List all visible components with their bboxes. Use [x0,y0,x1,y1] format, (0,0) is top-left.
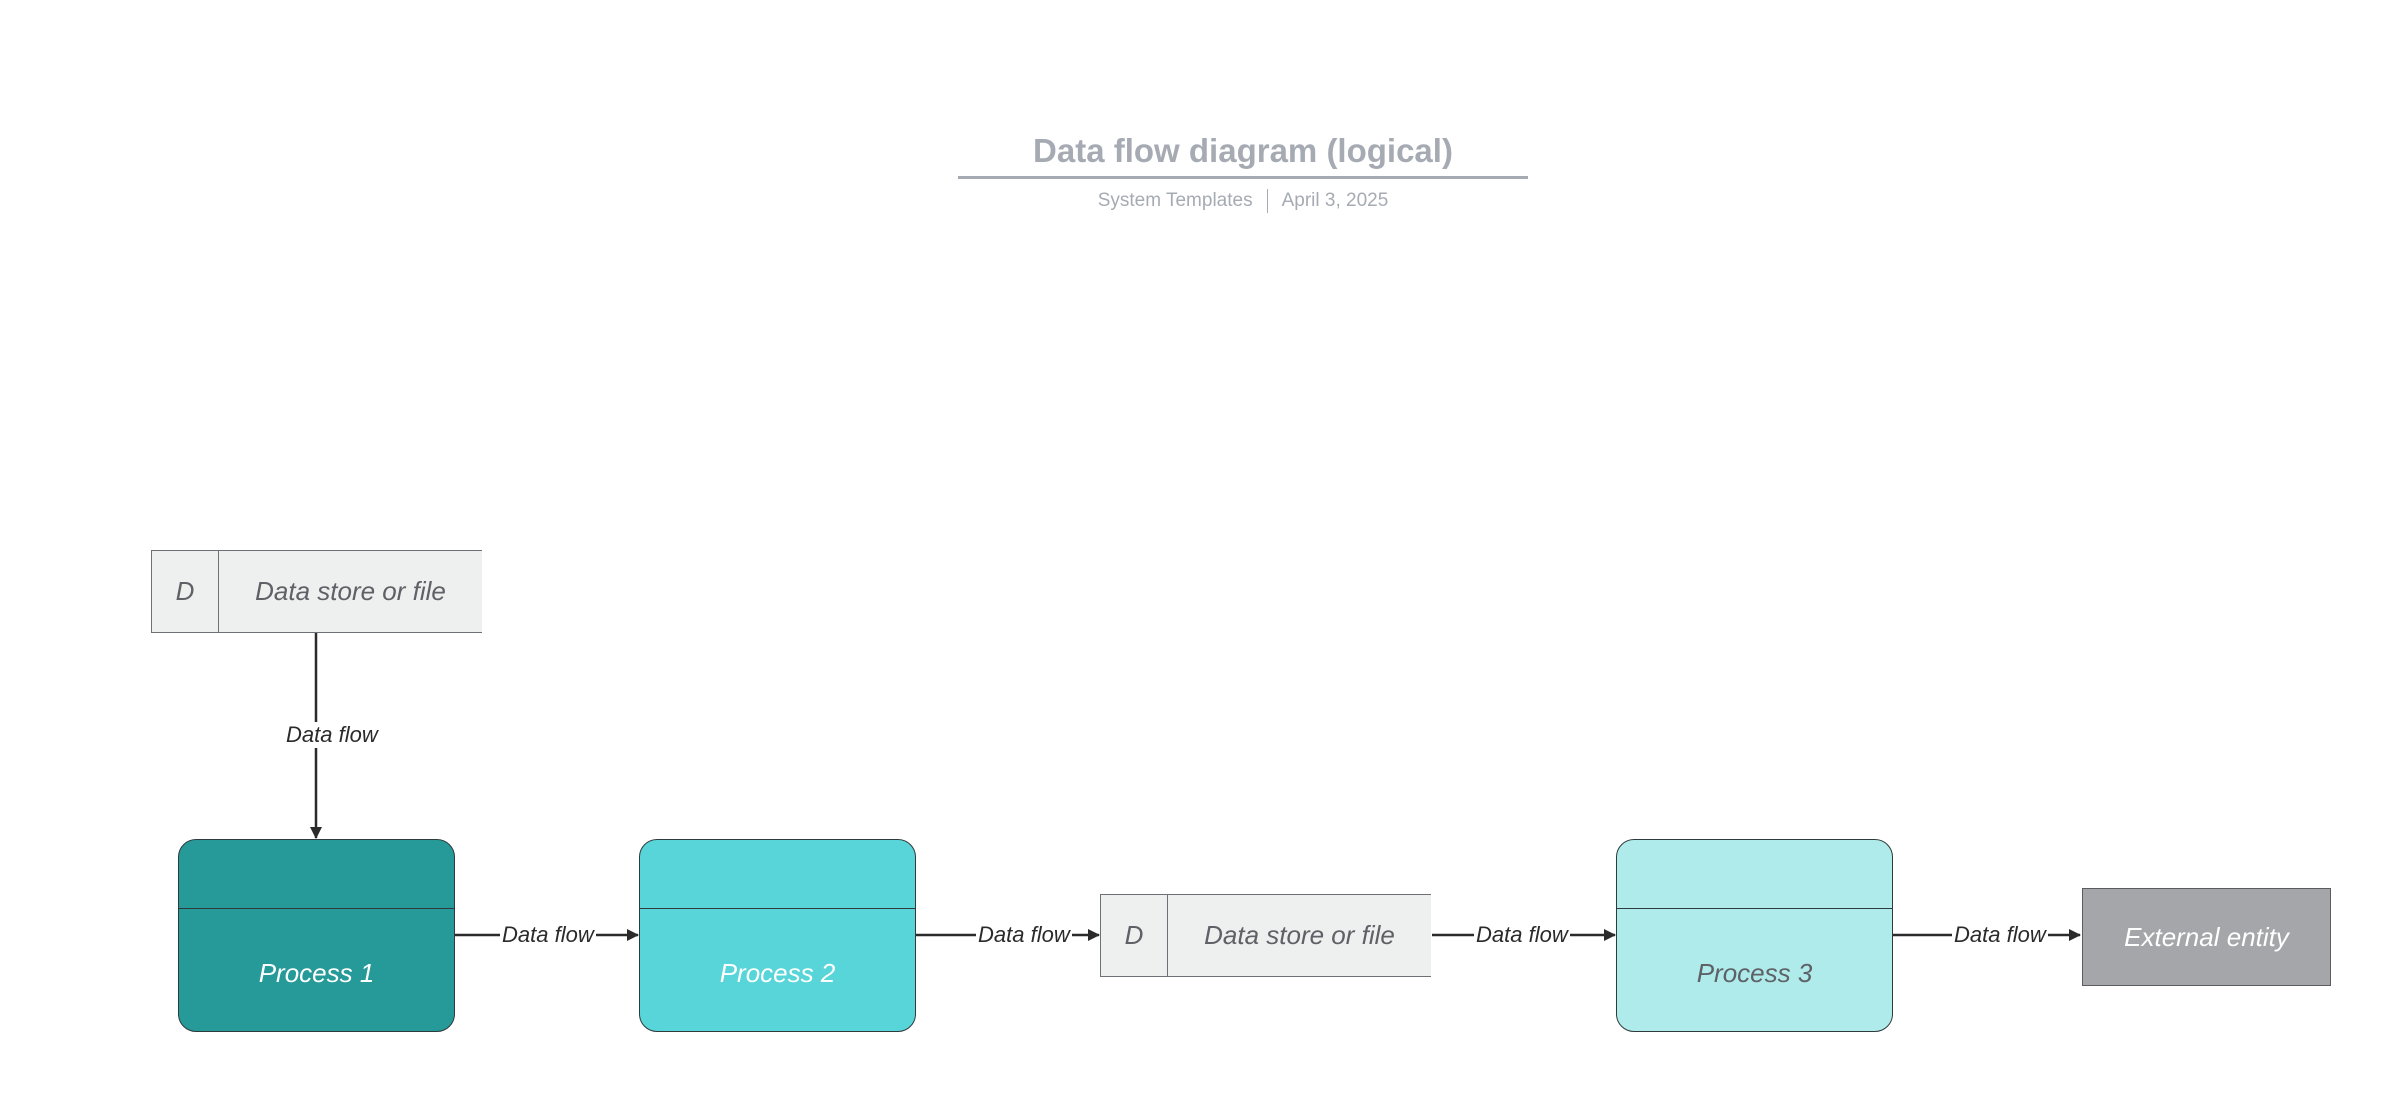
title-block: Data flow diagram (logical) System Templ… [958,128,1528,213]
external-entity[interactable]: External entity [2082,888,2331,986]
flow-label: Data flow [1952,922,2048,948]
data-store-id: D [152,551,219,632]
flow-label: Data flow [1474,922,1570,948]
data-store-label: Data store or file [1204,920,1395,950]
data-store-label: Data store or file [255,576,446,606]
page-title: Data flow diagram (logical) [958,128,1528,179]
process-3[interactable]: Process 3 [1616,839,1893,1032]
author: System Templates [1097,190,1253,211]
process-2[interactable]: Process 2 [639,839,916,1032]
data-store-middle[interactable]: D Data store or file [1100,894,1431,977]
process-label: Process 3 [1696,958,1813,988]
flow-label: Data flow [284,722,380,748]
process-1[interactable]: Process 1 [178,839,455,1032]
process-label: Process 2 [719,958,836,988]
flow-label: Data flow [500,922,596,948]
date: April 3, 2025 [1281,190,1389,211]
meta-separator [1266,189,1268,213]
data-store-top[interactable]: D Data store or file [151,550,482,633]
process-label: Process 1 [258,958,375,988]
process-header [1617,840,1892,909]
process-header [640,840,915,909]
page-meta: System Templates April 3, 2025 [958,189,1528,213]
data-store-id: D [1101,895,1168,976]
flow-label: Data flow [976,922,1072,948]
process-header [179,840,454,909]
